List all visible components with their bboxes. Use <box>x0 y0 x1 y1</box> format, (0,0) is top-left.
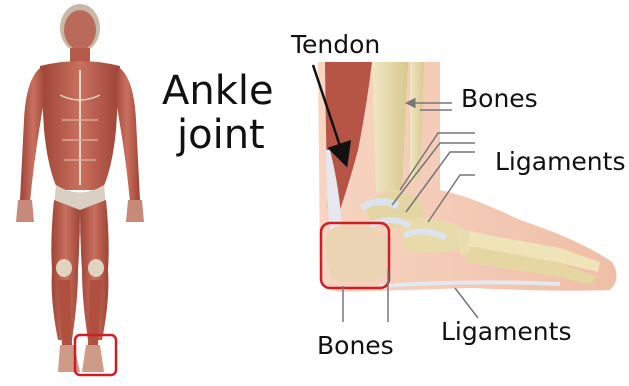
title-line-2: joint <box>177 114 265 157</box>
label-tendon: Tendon <box>291 32 380 57</box>
label-bones-top: Bones <box>461 86 538 111</box>
title-line-1: Ankle <box>162 70 274 113</box>
ligaments-bottom-leader <box>455 288 478 318</box>
label-ligaments-bottom: Ligaments <box>441 319 571 344</box>
body-figure <box>16 4 144 372</box>
label-bones-bottom: Bones <box>317 333 394 358</box>
label-ligaments-right: Ligaments <box>495 149 625 174</box>
